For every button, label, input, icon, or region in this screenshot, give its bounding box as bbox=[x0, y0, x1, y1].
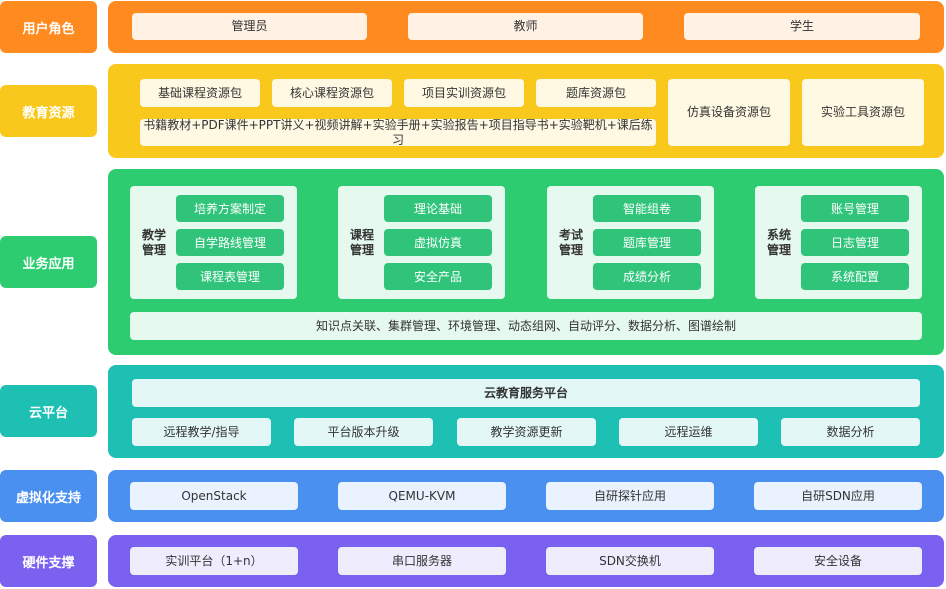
biz-item-timetable[interactable]: 课程表管理 bbox=[176, 263, 284, 290]
layer-virt: OpenStack QEMU-KVM 自研探针应用 自研SDN应用 bbox=[108, 470, 944, 522]
biz-footer: 知识点关联、集群管理、环境管理、动态组网、自动评分、数据分析、图谱绘制 bbox=[130, 312, 922, 340]
biz-group-course: 课程 管理 理论基础 虚拟仿真 安全产品 bbox=[338, 186, 505, 299]
hw-item-sdn-switch: SDN交换机 bbox=[546, 547, 714, 575]
biz-item-log[interactable]: 日志管理 bbox=[801, 229, 909, 256]
edu-pack-basic: 基础课程资源包 bbox=[140, 79, 260, 107]
edu-pack-question-bank: 题库资源包 bbox=[536, 79, 656, 107]
user-role-teacher: 教师 bbox=[408, 13, 643, 40]
virt-item-openstack: OpenStack bbox=[130, 482, 298, 510]
user-role-admin: 管理员 bbox=[132, 13, 367, 40]
biz-item-question-bank[interactable]: 题库管理 bbox=[593, 229, 701, 256]
edu-pack-lab-tools: 实验工具资源包 bbox=[802, 79, 924, 146]
layer-label-hw: 硬件支撑 bbox=[0, 535, 97, 587]
layer-hw: 实训平台（1+n） 串口服务器 SDN交换机 安全设备 bbox=[108, 535, 944, 587]
cloud-platform-title: 云教育服务平台 bbox=[132, 379, 920, 407]
biz-group-title: 教学 管理 bbox=[141, 227, 166, 257]
cloud-item-remote-teaching: 远程教学/指导 bbox=[132, 418, 271, 446]
biz-group-teaching: 教学 管理 培养方案制定 自学路线管理 课程表管理 bbox=[130, 186, 297, 299]
edu-pack-sim-device: 仿真设备资源包 bbox=[668, 79, 790, 146]
layer-user: 管理员 教师 学生 bbox=[108, 1, 944, 53]
layer-label-virt: 虚拟化支持 bbox=[0, 470, 97, 522]
biz-item-smart-paper[interactable]: 智能组卷 bbox=[593, 195, 701, 222]
layer-cloud: 云教育服务平台 远程教学/指导 平台版本升级 教学资源更新 远程运维 数据分析 bbox=[108, 365, 944, 458]
biz-group-title: 课程 管理 bbox=[349, 227, 374, 257]
edu-pack-core: 核心课程资源包 bbox=[272, 79, 392, 107]
biz-item-training-plan[interactable]: 培养方案制定 bbox=[176, 195, 284, 222]
edu-pack-detail: 书籍教材+PDF课件+PPT讲义+视频讲解+实验手册+实验报告+项目指导书+实验… bbox=[140, 118, 656, 147]
edu-pack-project: 项目实训资源包 bbox=[404, 79, 524, 107]
biz-group-title: 考试 管理 bbox=[558, 227, 583, 257]
cloud-item-version-upgrade: 平台版本升级 bbox=[294, 418, 433, 446]
layer-edu: 基础课程资源包 核心课程资源包 项目实训资源包 题库资源包 书籍教材+PDF课件… bbox=[108, 64, 944, 158]
biz-group-exam: 考试 管理 智能组卷 题库管理 成绩分析 bbox=[547, 186, 714, 299]
layer-biz: 教学 管理 培养方案制定 自学路线管理 课程表管理 课程 管理 理论基础 虚拟仿… bbox=[108, 169, 944, 355]
biz-item-config[interactable]: 系统配置 bbox=[801, 263, 909, 290]
layer-label-edu: 教育资源 bbox=[0, 85, 97, 137]
biz-item-security-product[interactable]: 安全产品 bbox=[384, 263, 492, 290]
cloud-item-remote-ops: 远程运维 bbox=[619, 418, 758, 446]
cloud-item-data-analysis: 数据分析 bbox=[781, 418, 920, 446]
layer-label-cloud: 云平台 bbox=[0, 385, 97, 437]
biz-item-score-analysis[interactable]: 成绩分析 bbox=[593, 263, 701, 290]
hw-item-security-device: 安全设备 bbox=[754, 547, 922, 575]
biz-item-virtual-sim[interactable]: 虚拟仿真 bbox=[384, 229, 492, 256]
biz-group-title: 系统 管理 bbox=[766, 227, 791, 257]
hw-item-training-platform: 实训平台（1+n） bbox=[130, 547, 298, 575]
biz-item-account[interactable]: 账号管理 bbox=[801, 195, 909, 222]
virt-item-qemu-kvm: QEMU-KVM bbox=[338, 482, 506, 510]
biz-item-self-study-route[interactable]: 自学路线管理 bbox=[176, 229, 284, 256]
biz-group-system: 系统 管理 账号管理 日志管理 系统配置 bbox=[755, 186, 922, 299]
virt-item-probe-app: 自研探针应用 bbox=[546, 482, 714, 510]
virt-item-sdn-app: 自研SDN应用 bbox=[754, 482, 922, 510]
cloud-item-resource-update: 教学资源更新 bbox=[457, 418, 596, 446]
user-role-student: 学生 bbox=[684, 13, 920, 40]
layer-label-user: 用户角色 bbox=[0, 1, 97, 53]
hw-item-serial-server: 串口服务器 bbox=[338, 547, 506, 575]
biz-item-theory[interactable]: 理论基础 bbox=[384, 195, 492, 222]
layer-label-biz: 业务应用 bbox=[0, 236, 97, 288]
